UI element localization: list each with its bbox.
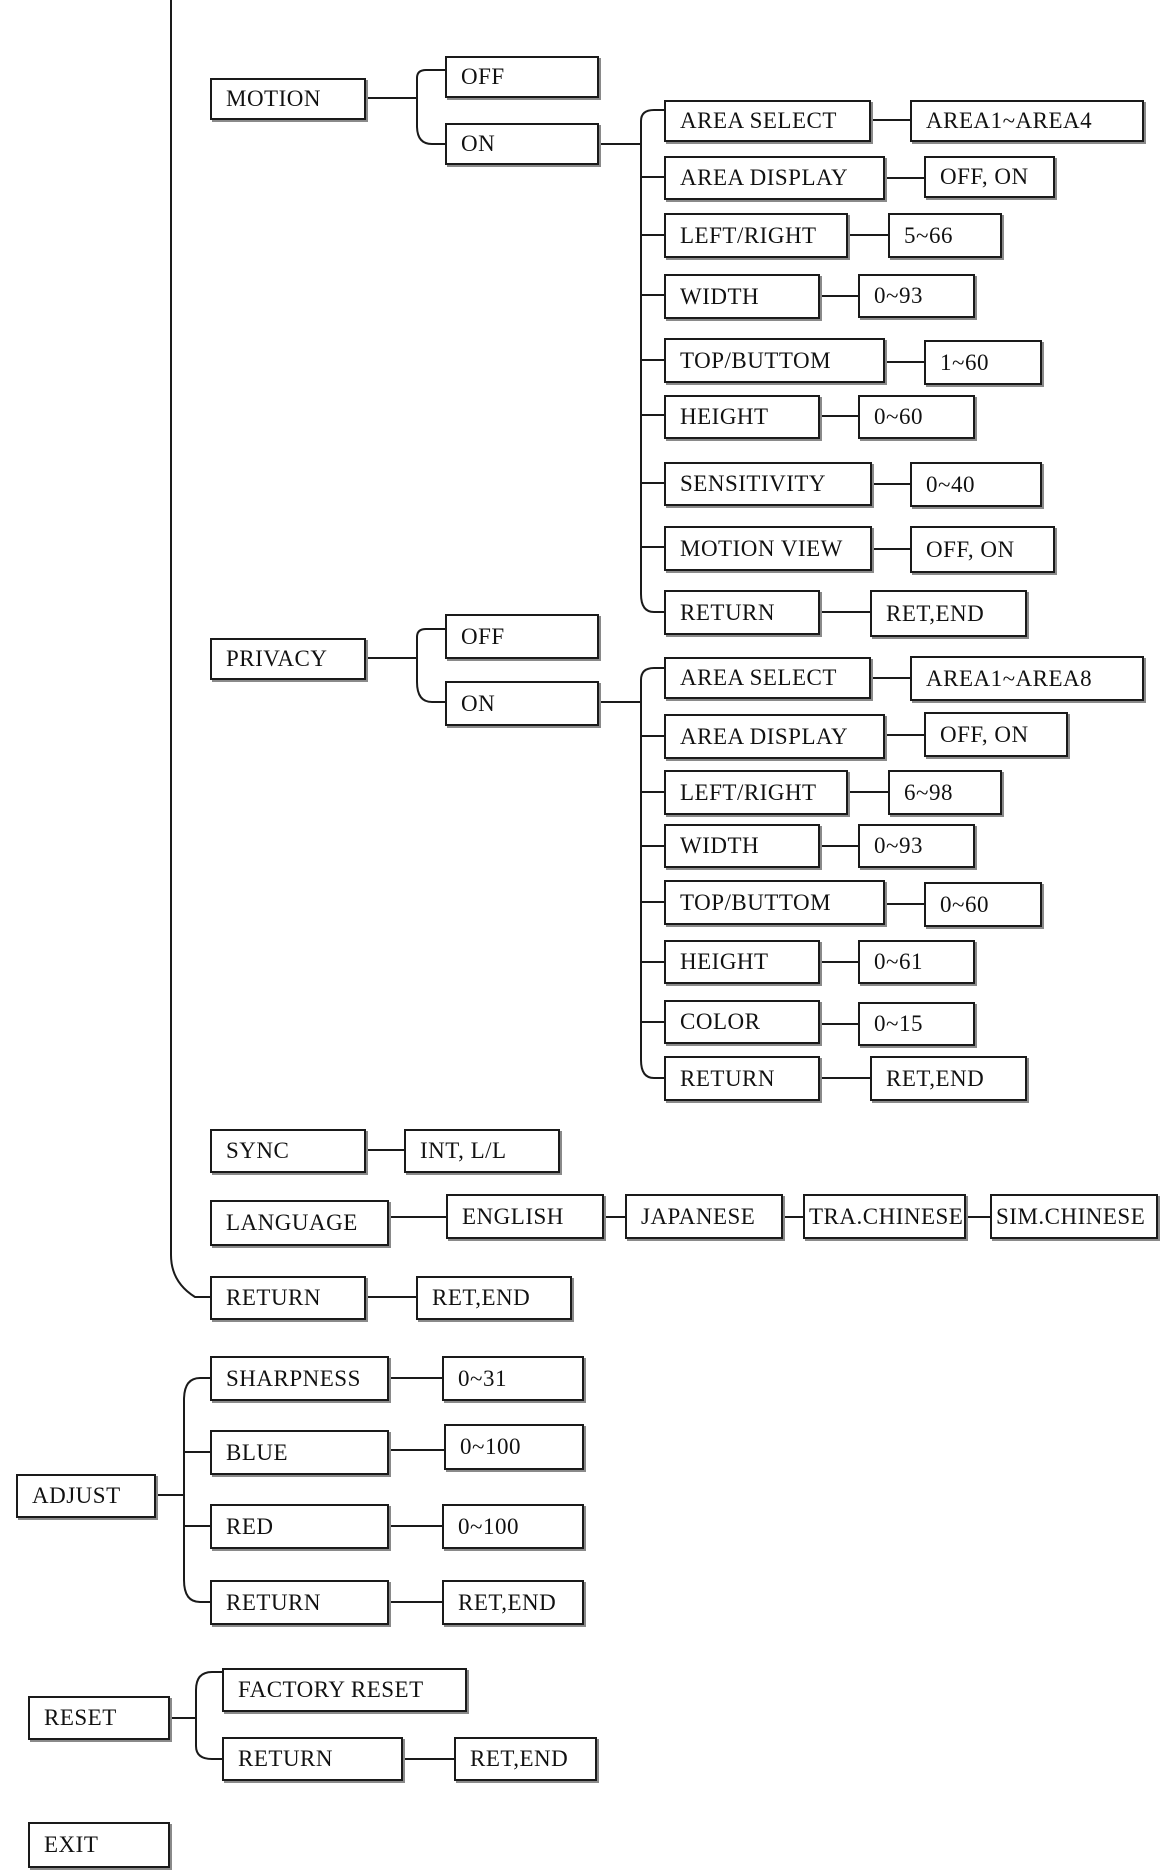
language-node[interactable]: LANGUAGE xyxy=(210,1200,389,1246)
exit-node[interactable]: EXIT xyxy=(28,1822,170,1868)
motion-area-display-node[interactable]: AREA DISPLAY xyxy=(664,156,885,200)
privacy-node[interactable]: PRIVACY xyxy=(210,638,366,680)
reset-return-value: RET,END xyxy=(454,1737,597,1781)
privacy-area-display-value: OFF, ON xyxy=(924,712,1068,757)
motion-return-node[interactable]: RETURN xyxy=(664,590,820,635)
reset-connector xyxy=(170,1671,222,1760)
language-option-sim-chinese[interactable]: SIM.CHINESE xyxy=(990,1194,1158,1239)
privacy-width-node[interactable]: WIDTH xyxy=(664,824,820,868)
privacy-return-node[interactable]: RETURN xyxy=(664,1056,820,1101)
reset-return-node[interactable]: RETURN xyxy=(222,1737,403,1781)
motion-motion-view-value: OFF, ON xyxy=(910,526,1055,573)
privacy-height-value: 0~61 xyxy=(858,940,975,984)
motion-area-display-value: OFF, ON xyxy=(924,156,1055,198)
adjust-red-value: 0~100 xyxy=(442,1504,584,1549)
motion-left-right-node[interactable]: LEFT/RIGHT xyxy=(664,213,848,258)
adjust-connector xyxy=(156,1377,210,1603)
adjust-return-node[interactable]: RETURN xyxy=(210,1580,389,1625)
motion-area-select-node[interactable]: AREA SELECT xyxy=(664,100,871,142)
adjust-blue-value: 0~100 xyxy=(444,1424,584,1470)
privacy-area-select-node[interactable]: AREA SELECT xyxy=(664,657,871,699)
privacy-off-node[interactable]: OFF xyxy=(445,614,599,659)
privacy-color-value: 0~15 xyxy=(858,1002,975,1046)
privacy-area-select-value: AREA1~AREA8 xyxy=(910,656,1144,701)
motion-off-node[interactable]: OFF xyxy=(445,56,599,98)
motion-height-value: 0~60 xyxy=(858,395,975,439)
privacy-top-bottom-value: 0~60 xyxy=(924,882,1042,927)
factory-reset-node[interactable]: FACTORY RESET xyxy=(222,1668,467,1712)
privacy-on-connector xyxy=(599,667,664,1079)
sync-node[interactable]: SYNC xyxy=(210,1129,366,1173)
motion-top-bottom-value: 1~60 xyxy=(924,340,1042,385)
adjust-red-node[interactable]: RED xyxy=(210,1504,389,1549)
motion-on-connector xyxy=(599,109,664,613)
motion-items-connectors xyxy=(641,119,924,613)
return-value: RET,END xyxy=(416,1276,572,1320)
privacy-left-right-value: 6~98 xyxy=(888,770,1002,815)
privacy-connector xyxy=(366,628,445,703)
privacy-on-node[interactable]: ON xyxy=(445,681,599,726)
privacy-area-display-node[interactable]: AREA DISPLAY xyxy=(664,714,885,759)
privacy-return-value: RET,END xyxy=(870,1056,1027,1101)
reset-node[interactable]: RESET xyxy=(28,1696,170,1740)
motion-sensitivity-node[interactable]: SENSITIVITY xyxy=(664,462,872,506)
motion-height-node[interactable]: HEIGHT xyxy=(664,395,820,439)
motion-width-node[interactable]: WIDTH xyxy=(664,274,820,319)
adjust-sharpness-value: 0~31 xyxy=(442,1356,584,1401)
motion-top-bottom-node[interactable]: TOP/BUTTOM xyxy=(664,338,885,383)
adjust-sharpness-node[interactable]: SHARPNESS xyxy=(210,1356,389,1401)
motion-sensitivity-value: 0~40 xyxy=(910,462,1042,507)
adjust-node[interactable]: ADJUST xyxy=(16,1474,156,1518)
motion-connector xyxy=(366,69,445,145)
privacy-items-connectors xyxy=(641,677,924,1079)
motion-node[interactable]: MOTION xyxy=(210,78,366,120)
privacy-color-node[interactable]: COLOR xyxy=(664,1000,820,1044)
privacy-width-value: 0~93 xyxy=(858,824,975,868)
main-spine xyxy=(170,0,210,1298)
motion-return-value: RET,END xyxy=(870,590,1027,637)
return-node[interactable]: RETURN xyxy=(210,1276,366,1320)
language-option-tra-chinese[interactable]: TRA.CHINESE xyxy=(803,1194,966,1239)
motion-on-node[interactable]: ON xyxy=(445,123,599,165)
language-option-english[interactable]: ENGLISH xyxy=(446,1194,604,1239)
privacy-left-right-node[interactable]: LEFT/RIGHT xyxy=(664,770,848,815)
adjust-blue-node[interactable]: BLUE xyxy=(210,1430,389,1475)
motion-motion-view-node[interactable]: MOTION VIEW xyxy=(664,526,872,571)
language-option-japanese[interactable]: JAPANESE xyxy=(625,1194,783,1239)
motion-left-right-value: 5~66 xyxy=(888,213,1002,258)
motion-area-select-value: AREA1~AREA4 xyxy=(910,100,1144,142)
adjust-return-value: RET,END xyxy=(442,1580,584,1625)
privacy-height-node[interactable]: HEIGHT xyxy=(664,940,820,984)
privacy-top-bottom-node[interactable]: TOP/BUTTOM xyxy=(664,880,885,925)
motion-width-value: 0~93 xyxy=(858,274,975,318)
adjust-items-connectors xyxy=(184,1377,444,1603)
sync-value: INT, L/L xyxy=(404,1129,560,1173)
